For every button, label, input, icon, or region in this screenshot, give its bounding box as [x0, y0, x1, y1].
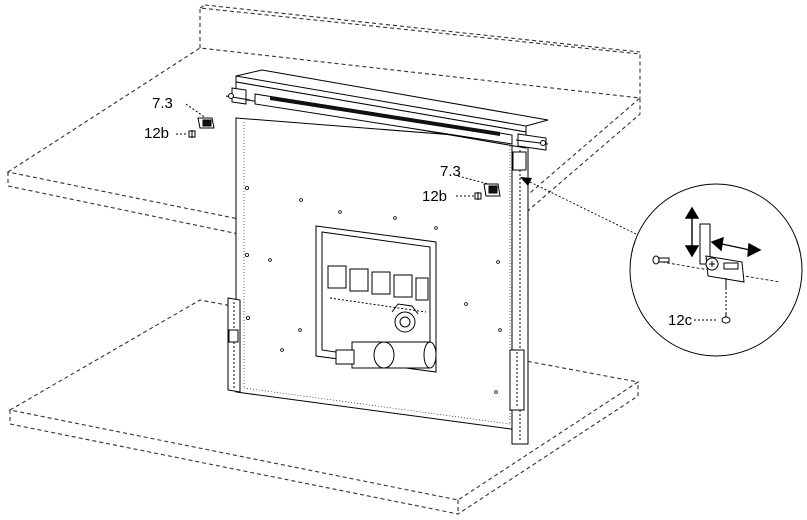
control-modules — [327, 265, 429, 301]
bracket-left — [185, 103, 215, 129]
label-screw-left: 12b — [144, 125, 169, 142]
detail-screw-bottom — [721, 292, 731, 324]
label-screw-detail: 12c — [668, 312, 693, 329]
base-front-edge — [9, 382, 639, 515]
detail-screw-side — [652, 255, 670, 265]
right-rail — [509, 145, 529, 445]
rivets — [244, 185, 502, 394]
base-cabinet — [8, 299, 640, 515]
horizontal-adjust-arrow-icon — [710, 236, 762, 258]
cover-unit — [225, 69, 549, 151]
detail-bracket — [699, 223, 745, 290]
cover-vent-slot — [270, 96, 500, 136]
fan-gear — [391, 303, 419, 333]
screw-left — [176, 130, 196, 138]
downdraft-unit — [225, 69, 549, 445]
cover-end-cap — [231, 87, 247, 105]
countertop-backsplash — [199, 7, 641, 98]
bracket-right — [457, 175, 501, 197]
control-assembly — [315, 225, 437, 373]
vertical-adjust-arrow-icon — [684, 206, 700, 258]
motor — [335, 341, 437, 369]
screw-right — [456, 192, 482, 200]
leader-arrowhead — [520, 177, 532, 186]
label-bracket-left: 7.3 — [152, 95, 173, 112]
label-bracket-right: 7.3 — [440, 163, 461, 180]
detail-view — [629, 183, 803, 357]
left-rail — [227, 297, 241, 393]
detail-leader — [520, 177, 637, 235]
label-screw-right: 12b — [422, 188, 447, 205]
